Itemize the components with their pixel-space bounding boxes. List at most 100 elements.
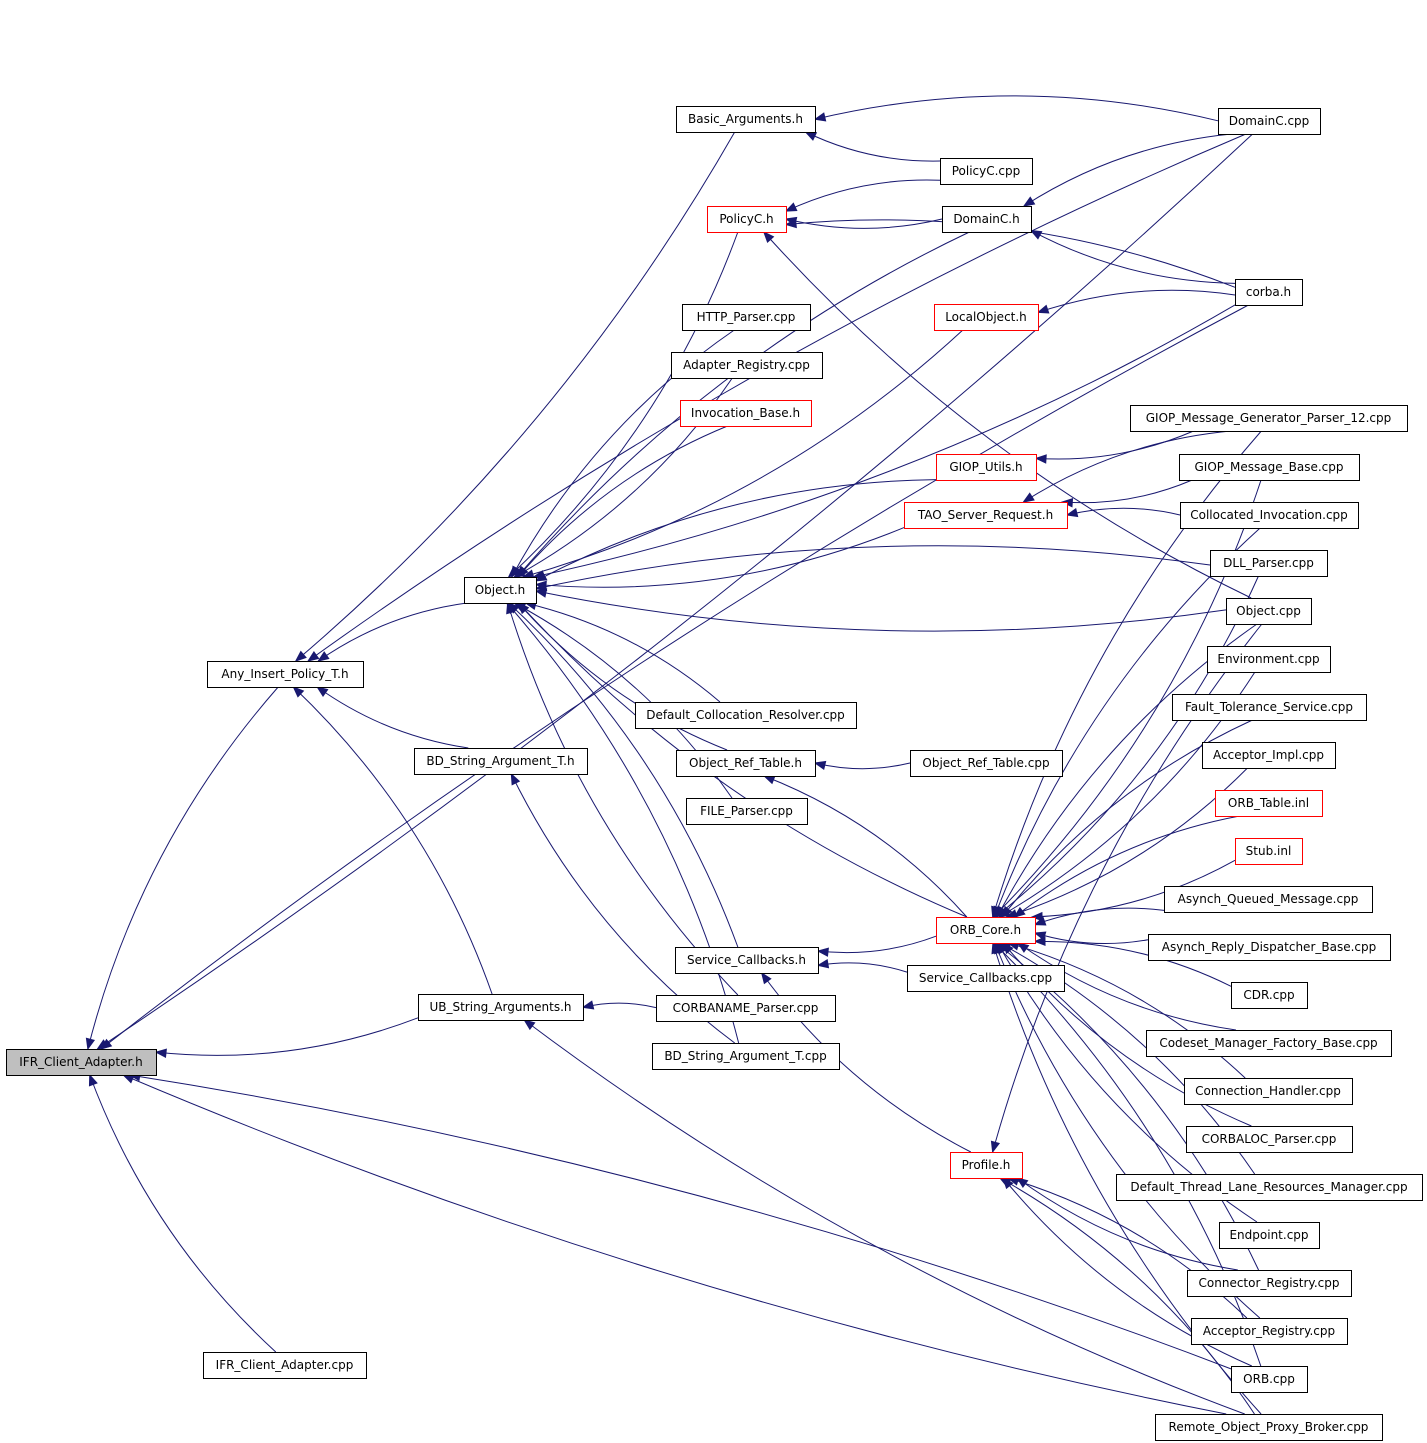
node-box[interactable] <box>1202 742 1336 769</box>
node-box[interactable] <box>464 577 537 604</box>
node-orb-table-inl[interactable]: ORB_Table.inl <box>1215 790 1323 817</box>
node-orb-cpp[interactable]: ORB.cpp <box>1231 1366 1308 1393</box>
node-file-parser-cpp[interactable]: FILE_Parser.cpp <box>686 798 808 825</box>
node-service-callbacks-h[interactable]: Service_Callbacks.h <box>675 947 819 974</box>
node-box[interactable] <box>1179 454 1360 481</box>
node-localobject-h[interactable]: LocalObject.h <box>934 304 1039 331</box>
node-box[interactable] <box>418 994 584 1021</box>
node-codeset-manager-factory-base-cpp[interactable]: Codeset_Manager_Factory_Base.cpp <box>1146 1030 1392 1057</box>
node-box[interactable] <box>942 206 1032 233</box>
node-box[interactable] <box>1226 598 1312 625</box>
node-basic-arguments-h[interactable]: Basic_Arguments.h <box>676 106 816 133</box>
node-box[interactable] <box>1116 1174 1423 1201</box>
node-fault-tolerance-service-cpp[interactable]: Fault_Tolerance_Service.cpp <box>1172 694 1367 721</box>
node-any-insert-policy-t-h[interactable]: Any_Insert_Policy_T.h <box>207 661 364 688</box>
node-domainc-cpp[interactable]: DomainC.cpp <box>1218 108 1321 135</box>
node-http-parser-cpp[interactable]: HTTP_Parser.cpp <box>682 304 811 331</box>
node-box[interactable] <box>1235 279 1303 306</box>
node-orb-core-h[interactable]: ORB_Core.h <box>936 917 1036 944</box>
node-box[interactable] <box>1191 1318 1348 1345</box>
node-object-ref-table-h[interactable]: Object_Ref_Table.h <box>676 750 816 777</box>
node-box[interactable] <box>682 304 811 331</box>
node-box[interactable] <box>910 750 1063 777</box>
node-policyc-h[interactable]: PolicyC.h <box>707 206 787 233</box>
node-box[interactable] <box>676 106 816 133</box>
node-box[interactable] <box>707 206 787 233</box>
node-remote-object-proxy-broker-cpp[interactable]: Remote_Object_Proxy_Broker.cpp <box>1155 1414 1383 1441</box>
node-box[interactable] <box>940 158 1033 185</box>
node-tao-server-request-h[interactable]: TAO_Server_Request.h <box>904 502 1068 529</box>
node-box[interactable] <box>1180 502 1359 529</box>
node-box[interactable] <box>950 1152 1023 1179</box>
node-box[interactable] <box>652 1043 840 1070</box>
node-box[interactable] <box>907 965 1065 992</box>
node-box[interactable] <box>1231 1366 1308 1393</box>
node-connection-handler-cpp[interactable]: Connection_Handler.cpp <box>1184 1078 1353 1105</box>
node-box[interactable] <box>1218 108 1321 135</box>
node-box[interactable] <box>1231 982 1308 1009</box>
node-environment-cpp[interactable]: Environment.cpp <box>1207 646 1331 673</box>
node-box[interactable] <box>1235 838 1303 865</box>
node-adapter-registry-cpp[interactable]: Adapter_Registry.cpp <box>671 352 823 379</box>
node-ub-string-arguments-h[interactable]: UB_String_Arguments.h <box>418 994 584 1021</box>
node-dll-parser-cpp[interactable]: DLL_Parser.cpp <box>1210 550 1328 577</box>
node-box[interactable] <box>1164 886 1373 913</box>
node-box[interactable] <box>1130 405 1408 432</box>
node-box[interactable] <box>1155 1414 1383 1441</box>
node-box[interactable] <box>936 454 1037 481</box>
node-box[interactable] <box>203 1352 367 1379</box>
node-box[interactable] <box>207 661 364 688</box>
node-acceptor-impl-cpp[interactable]: Acceptor_Impl.cpp <box>1202 742 1336 769</box>
node-box[interactable] <box>1207 646 1331 673</box>
node-box[interactable] <box>1146 1030 1392 1057</box>
node-box[interactable] <box>936 917 1036 944</box>
node-box[interactable] <box>904 502 1068 529</box>
node-box[interactable] <box>1184 1078 1353 1105</box>
node-box[interactable] <box>1172 694 1367 721</box>
node-box[interactable] <box>671 352 823 379</box>
node-service-callbacks-cpp[interactable]: Service_Callbacks.cpp <box>907 965 1065 992</box>
node-box[interactable] <box>676 750 816 777</box>
node-default-collocation-resolver-cpp[interactable]: Default_Collocation_Resolver.cpp <box>635 702 857 729</box>
node-asynch-queued-message-cpp[interactable]: Asynch_Queued_Message.cpp <box>1164 886 1373 913</box>
node-policyc-cpp[interactable]: PolicyC.cpp <box>940 158 1033 185</box>
node-object-ref-table-cpp[interactable]: Object_Ref_Table.cpp <box>910 750 1063 777</box>
node-object-h[interactable]: Object.h <box>464 577 537 604</box>
node-bd-string-argument-t-cpp[interactable]: BD_String_Argument_T.cpp <box>652 1043 840 1070</box>
node-corbaloc-parser-cpp[interactable]: CORBALOC_Parser.cpp <box>1186 1126 1353 1153</box>
node-giop-utils-h[interactable]: GIOP_Utils.h <box>936 454 1037 481</box>
node-asynch-reply-dispatcher-base-cpp[interactable]: Asynch_Reply_Dispatcher_Base.cpp <box>1148 934 1391 961</box>
node-box[interactable] <box>686 798 808 825</box>
node-ifr-client-adapter-cpp[interactable]: IFR_Client_Adapter.cpp <box>203 1352 367 1379</box>
node-connector-registry-cpp[interactable]: Connector_Registry.cpp <box>1187 1270 1352 1297</box>
node-box[interactable] <box>675 947 819 974</box>
node-acceptor-registry-cpp[interactable]: Acceptor_Registry.cpp <box>1191 1318 1348 1345</box>
node-stub-inl[interactable]: Stub.inl <box>1235 838 1303 865</box>
node-box[interactable] <box>635 702 857 729</box>
node-box[interactable] <box>414 748 588 775</box>
node-corbaname-parser-cpp[interactable]: CORBANAME_Parser.cpp <box>656 995 836 1022</box>
node-endpoint-cpp[interactable]: Endpoint.cpp <box>1219 1222 1320 1249</box>
node-invocation-base-h[interactable]: Invocation_Base.h <box>680 400 812 427</box>
node-collocated-invocation-cpp[interactable]: Collocated_Invocation.cpp <box>1180 502 1359 529</box>
node-cdr-cpp[interactable]: CDR.cpp <box>1231 982 1308 1009</box>
node-box[interactable] <box>1215 790 1323 817</box>
node-box[interactable] <box>934 304 1039 331</box>
node-box[interactable] <box>6 1049 157 1076</box>
node-giop-message-generator-parser-12-cpp[interactable]: GIOP_Message_Generator_Parser_12.cpp <box>1130 405 1408 432</box>
node-profile-h[interactable]: Profile.h <box>950 1152 1023 1179</box>
node-box[interactable] <box>1210 550 1328 577</box>
node-bd-string-argument-t-h[interactable]: BD_String_Argument_T.h <box>414 748 588 775</box>
node-ifr-client-adapter-h[interactable]: IFR_Client_Adapter.h <box>6 1049 157 1076</box>
node-box[interactable] <box>680 400 812 427</box>
node-giop-message-base-cpp[interactable]: GIOP_Message_Base.cpp <box>1179 454 1360 481</box>
node-box[interactable] <box>1187 1270 1352 1297</box>
node-box[interactable] <box>1219 1222 1320 1249</box>
node-box[interactable] <box>1186 1126 1353 1153</box>
node-corba-h[interactable]: corba.h <box>1235 279 1303 306</box>
node-domainc-h[interactable]: DomainC.h <box>942 206 1032 233</box>
node-box[interactable] <box>656 995 836 1022</box>
node-box[interactable] <box>1148 934 1391 961</box>
node-default-thread-lane-resources-manager-cpp[interactable]: Default_Thread_Lane_Resources_Manager.cp… <box>1116 1174 1423 1201</box>
node-object-cpp[interactable]: Object.cpp <box>1226 598 1312 625</box>
